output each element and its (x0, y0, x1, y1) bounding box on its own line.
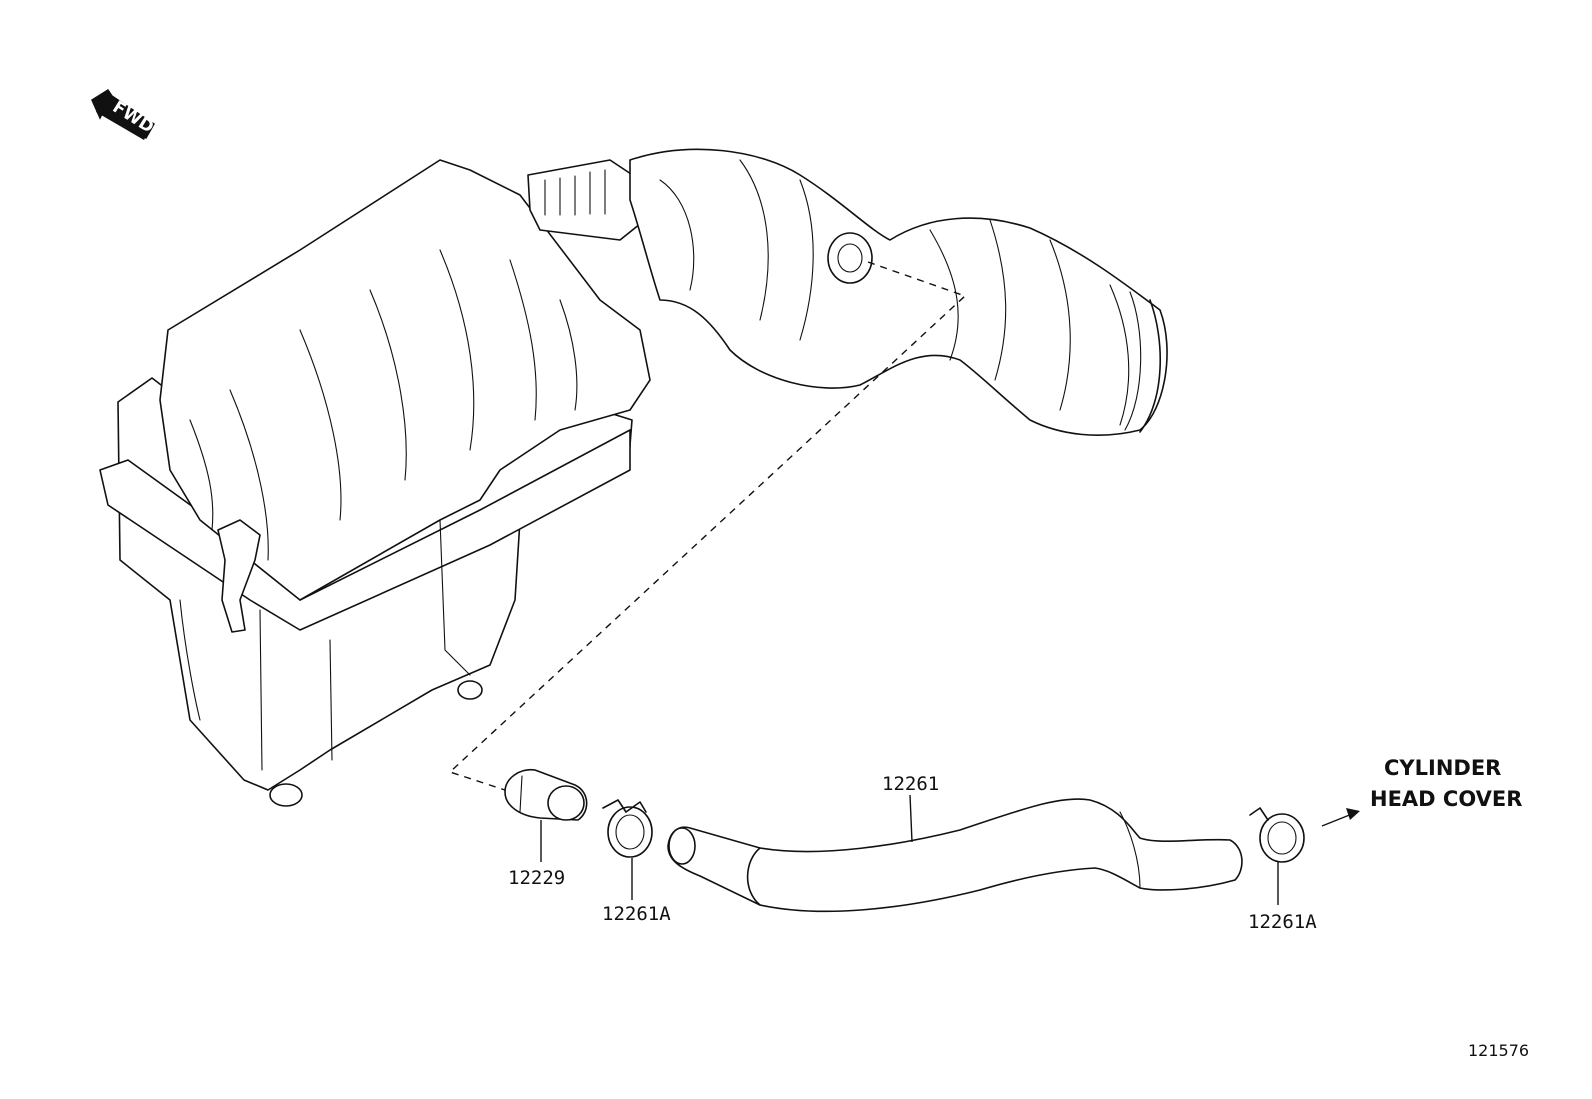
part-number-12229: 12229 (508, 867, 565, 889)
clamp-left (602, 799, 653, 858)
connector-part (504, 768, 588, 821)
leader-12261 (909, 794, 913, 843)
air-cleaner-assembly (99, 159, 651, 807)
clamp-right (1249, 807, 1305, 863)
fwd-arrow-icon: FWD (91, 88, 157, 140)
intake-duct (629, 148, 1168, 436)
arrow-right-icon (1321, 808, 1360, 827)
pcv-hose (667, 798, 1243, 913)
destination-line2: HEAD COVER (1370, 787, 1522, 811)
part-number-12261a-left: 12261A (602, 903, 671, 925)
destination-line1: CYLINDER (1384, 756, 1501, 780)
reference-line (448, 261, 967, 791)
illustration-number: 121576 (1468, 1041, 1529, 1060)
part-number-12261a-right: 12261A (1248, 911, 1317, 933)
part-number-12261: 12261 (882, 773, 939, 795)
